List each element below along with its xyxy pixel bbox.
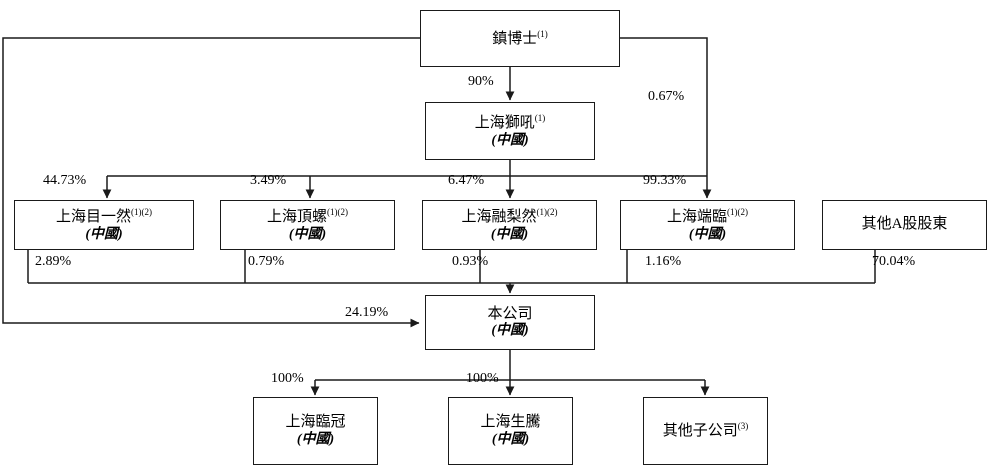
node-dingluo-label: 上海頂螺(1)(2) [266, 207, 348, 226]
edge-label-rongliran-to-company: 0.93% [452, 254, 489, 269]
node-muyiran-country: (中國) [85, 226, 123, 242]
node-company-label: 本公司 [487, 305, 533, 322]
node-linguan-country: (中國) [296, 431, 335, 447]
node-shengteng-label: 上海生騰 [480, 414, 541, 431]
edge-label-company-to-shengteng: 100% [466, 371, 499, 386]
node-shengteng-country: (中國) [491, 431, 530, 447]
node-shanghai-shihou[interactable]: 上海獅吼(1) (中國) [425, 102, 595, 160]
node-rongliran-label: 上海融梨然(1)(2) [461, 207, 558, 226]
edge-label-dingluo-to-company: 0.79% [248, 254, 285, 269]
edge-label-chairman-to-shihou: 90% [468, 74, 494, 89]
node-shengteng[interactable]: 上海生騰 (中國) [448, 397, 573, 465]
edge-label-other-a-to-company: 70.04% [872, 254, 916, 269]
node-other-a-shareholders[interactable]: 其他A股股東 [822, 200, 987, 250]
node-other-a-shareholders-label: 其他A股股東 [861, 216, 948, 233]
node-other-subsidiaries-label: 其他子公司(3) [662, 421, 749, 440]
node-shanghai-shihou-country: (中國) [491, 132, 529, 148]
edge-label-shihou-to-rongliran: 6.47% [448, 173, 485, 188]
node-shanghai-shihou-label: 上海獅吼(1) [474, 113, 546, 132]
edge-label-chairman-to-company: 24.19% [345, 305, 389, 320]
node-linguan-label: 上海臨冠 [285, 414, 346, 431]
node-chairman[interactable]: 鎮博士(1) [420, 10, 620, 67]
edge-label-shihou-to-dingluo: 3.49% [250, 173, 287, 188]
node-muyiran-label: 上海目一然(1)(2) [55, 207, 152, 226]
node-chairman-label: 鎮博士(1) [492, 28, 548, 47]
edge-label-chairman-to-duanlin: 0.67% [648, 89, 685, 104]
node-duanlin[interactable]: 上海端臨(1)(2) (中國) [620, 200, 795, 250]
node-company[interactable]: 本公司 (中國) [425, 295, 595, 350]
node-company-country: (中國) [491, 323, 529, 339]
edge-label-duanlin-to-company: 1.16% [645, 254, 682, 269]
edge-label-muyiran-to-company: 2.89% [35, 254, 72, 269]
node-dingluo[interactable]: 上海頂螺(1)(2) (中國) [220, 200, 395, 250]
node-linguan[interactable]: 上海臨冠 (中國) [253, 397, 378, 465]
node-duanlin-country: (中國) [688, 226, 727, 242]
edge-label-shihou-to-duanlin: 99.33% [643, 173, 687, 188]
node-duanlin-label: 上海端臨(1)(2) [666, 207, 748, 226]
node-dingluo-country: (中國) [288, 226, 327, 242]
node-other-subsidiaries[interactable]: 其他子公司(3) [643, 397, 768, 465]
node-rongliran[interactable]: 上海融梨然(1)(2) (中國) [422, 200, 597, 250]
edge-label-company-to-linguan: 100% [271, 371, 304, 386]
node-muyiran[interactable]: 上海目一然(1)(2) (中國) [14, 200, 194, 250]
node-rongliran-country: (中國) [490, 226, 529, 242]
edge-label-shihou-to-muyiran: 44.73% [43, 173, 87, 188]
